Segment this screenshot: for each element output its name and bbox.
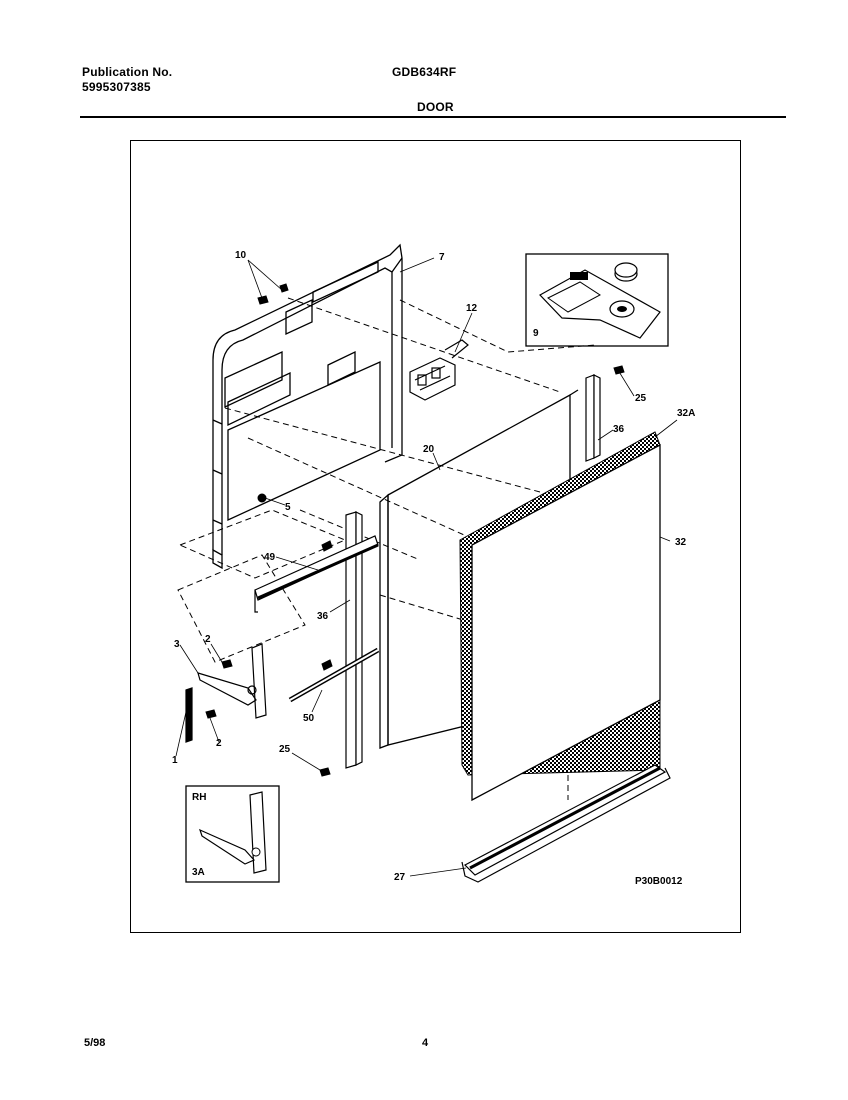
bracket-49 <box>254 535 379 613</box>
part-label-9: 9 <box>533 328 539 339</box>
part-label-3: 3 <box>174 639 180 650</box>
part-label-20: 20 <box>423 444 435 455</box>
inset-label-3a: 3A <box>192 867 205 878</box>
screws <box>205 283 625 777</box>
publication-number: 5995307385 <box>82 80 151 94</box>
footer-page-number: 4 <box>422 1037 429 1049</box>
toe-kick-27 <box>461 764 671 883</box>
leader-lines <box>175 257 678 877</box>
door-panel-with-gasket <box>459 431 661 802</box>
diagram-frame <box>130 140 741 933</box>
side-trim-right <box>585 374 601 462</box>
part-label-25-bottom: 25 <box>279 744 291 755</box>
header-rule <box>80 116 786 118</box>
publication-label: Publication No. <box>82 65 173 79</box>
hinge-assembly <box>185 643 267 743</box>
detergent-dispenser-inset <box>525 253 669 347</box>
part-label-7: 7 <box>439 252 445 263</box>
part-label-12: 12 <box>466 303 478 314</box>
side-trim-left <box>345 511 363 769</box>
footer-date: 5/98 <box>84 1037 106 1049</box>
model-number: GDB634RF <box>392 65 457 79</box>
part-label-36-right: 36 <box>613 424 625 435</box>
part-label-2-top: 2 <box>205 634 211 645</box>
inset-label-rh: RH <box>192 792 206 803</box>
part-label-50: 50 <box>303 713 315 724</box>
part-label-25-top: 25 <box>635 393 647 404</box>
rod-50 <box>288 647 380 703</box>
drawing-code: P30B0012 <box>635 876 683 887</box>
part-label-1: 1 <box>172 755 178 766</box>
part-label-32: 32 <box>675 537 687 548</box>
door-latch <box>409 339 469 401</box>
part-label-49: 49 <box>264 552 276 563</box>
part-label-5: 5 <box>285 502 291 513</box>
hinge-rh-inset <box>185 785 280 883</box>
part-label-36-left: 36 <box>317 611 329 622</box>
part-label-27: 27 <box>394 872 406 883</box>
inner-door-frame <box>212 243 403 570</box>
part-label-2-bottom: 2 <box>216 738 222 749</box>
section-title: DOOR <box>417 100 454 114</box>
part-label-32a: 32A <box>677 408 695 419</box>
part-label-10: 10 <box>235 250 247 261</box>
